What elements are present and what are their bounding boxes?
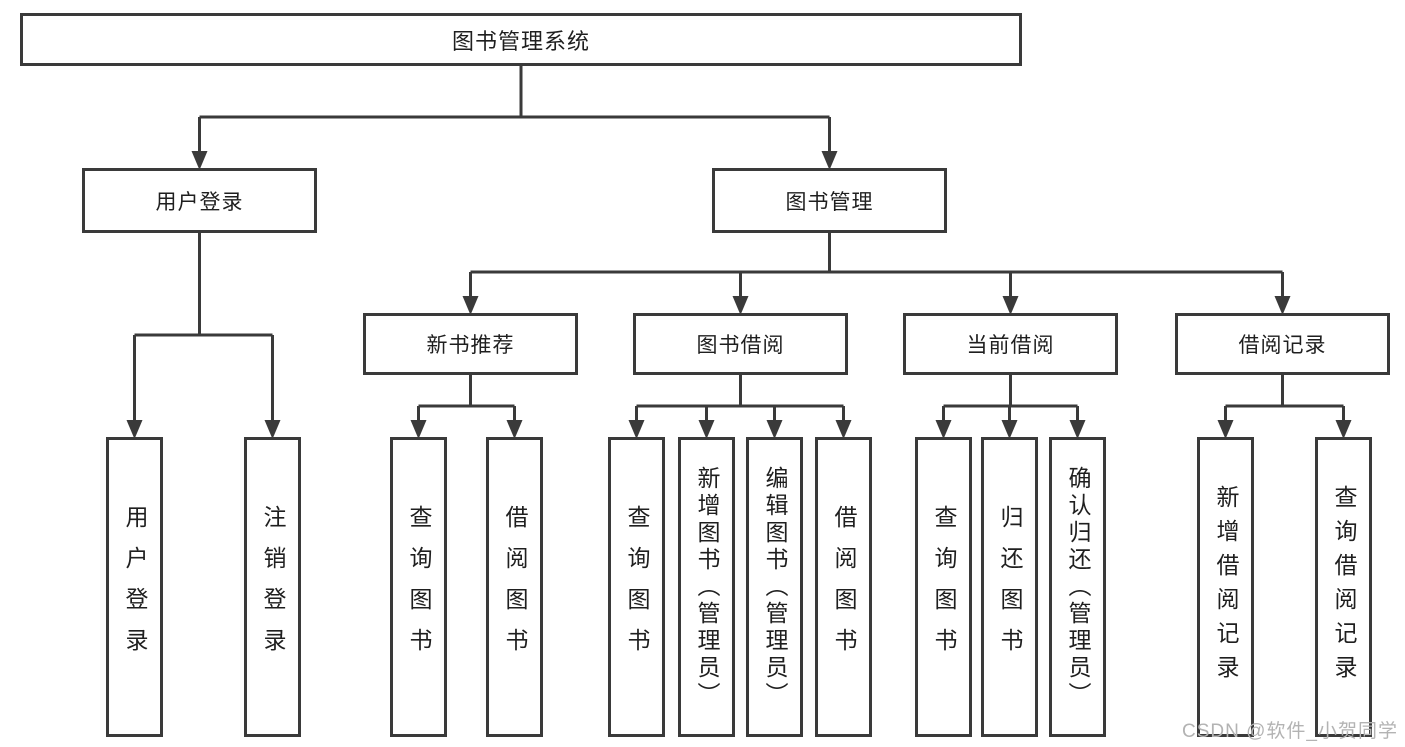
leaf-search-borrow-record-label: 查询借阅记录 [1331,485,1357,689]
leaf-edit-book-admin: 编辑图书（管理员） [746,437,803,737]
leaf-borrowing-borrow-book-label: 借阅图书 [831,505,857,669]
arrowheads-level3 [462,296,1291,315]
node-book-borrowing: 图书借阅 [633,313,848,375]
leaf-recommend-search-book: 查询图书 [390,437,447,737]
leaf-borrowing-borrow-book: 借阅图书 [815,437,872,737]
leaf-return-book-label: 归还图书 [997,505,1023,669]
leaf-recommend-borrow-book: 借阅图书 [486,437,543,737]
edges-user-login [133,233,274,421]
watermark: CSDN @软件_小贺同学 [1182,721,1398,742]
edges-new-book-recommendation [417,375,516,421]
node-user-login-label: 用户登录 [155,190,244,214]
leaf-add-book-admin: 新增图书（管理员） [678,437,735,737]
node-new-book-recommendation: 新书推荐 [363,313,578,375]
edges-current-borrowing [942,375,1079,421]
node-borrowing-records-label: 借阅记录 [1238,334,1327,357]
leaf-current-search-book-label: 查询图书 [931,505,957,669]
leaf-add-borrow-record: 新增借阅记录 [1197,437,1254,737]
leaf-user-login: 用户登录 [106,437,163,737]
leaf-edit-book-admin-label: 编辑图书（管理员） [762,465,788,709]
node-book-borrowing-label: 图书借阅 [696,334,785,357]
leaf-logout-label: 注销登录 [260,505,286,669]
leaf-recommend-borrow-book-label: 借阅图书 [502,505,528,669]
leaf-confirm-return-admin: 确认归还（管理员） [1049,437,1106,737]
node-new-book-recommendation-label: 新书推荐 [426,334,515,357]
arrowheads-level2 [191,151,838,170]
leaf-add-book-admin-label: 新增图书（管理员） [694,465,720,709]
arrowheads-current-borrowing [935,420,1086,439]
edges-book-management [469,233,1284,298]
arrowheads-new-book-recommendation [410,420,523,439]
leaf-borrowing-search-book: 查询图书 [608,437,665,737]
node-user-login: 用户登录 [82,168,317,233]
edges-borrowing-records [1224,375,1345,421]
node-book-management: 图书管理 [712,168,947,233]
leaf-logout: 注销登录 [244,437,301,737]
leaf-user-login-label: 用户登录 [122,505,148,669]
edges-root-to-level2 [198,66,831,153]
leaf-recommend-search-book-label: 查询图书 [406,505,432,669]
leaf-confirm-return-admin-label: 确认归还（管理员） [1065,465,1091,709]
arrowheads-user-login [126,420,281,439]
node-book-management-label: 图书管理 [785,190,874,214]
leaf-current-search-book: 查询图书 [915,437,972,737]
node-root: 图书管理系统 [20,13,1022,66]
node-current-borrowing-label: 当前借阅 [966,334,1055,357]
arrowheads-book-borrowing [628,420,852,439]
leaf-borrowing-search-book-label: 查询图书 [624,505,650,669]
leaf-return-book: 归还图书 [981,437,1038,737]
node-root-label: 图书管理系统 [451,28,590,54]
node-current-borrowing: 当前借阅 [903,313,1118,375]
edges-book-borrowing [635,375,845,421]
leaf-search-borrow-record: 查询借阅记录 [1315,437,1372,737]
arrowheads-borrowing-records [1217,420,1352,439]
leaf-add-borrow-record-label: 新增借阅记录 [1213,485,1239,689]
node-borrowing-records: 借阅记录 [1175,313,1390,375]
